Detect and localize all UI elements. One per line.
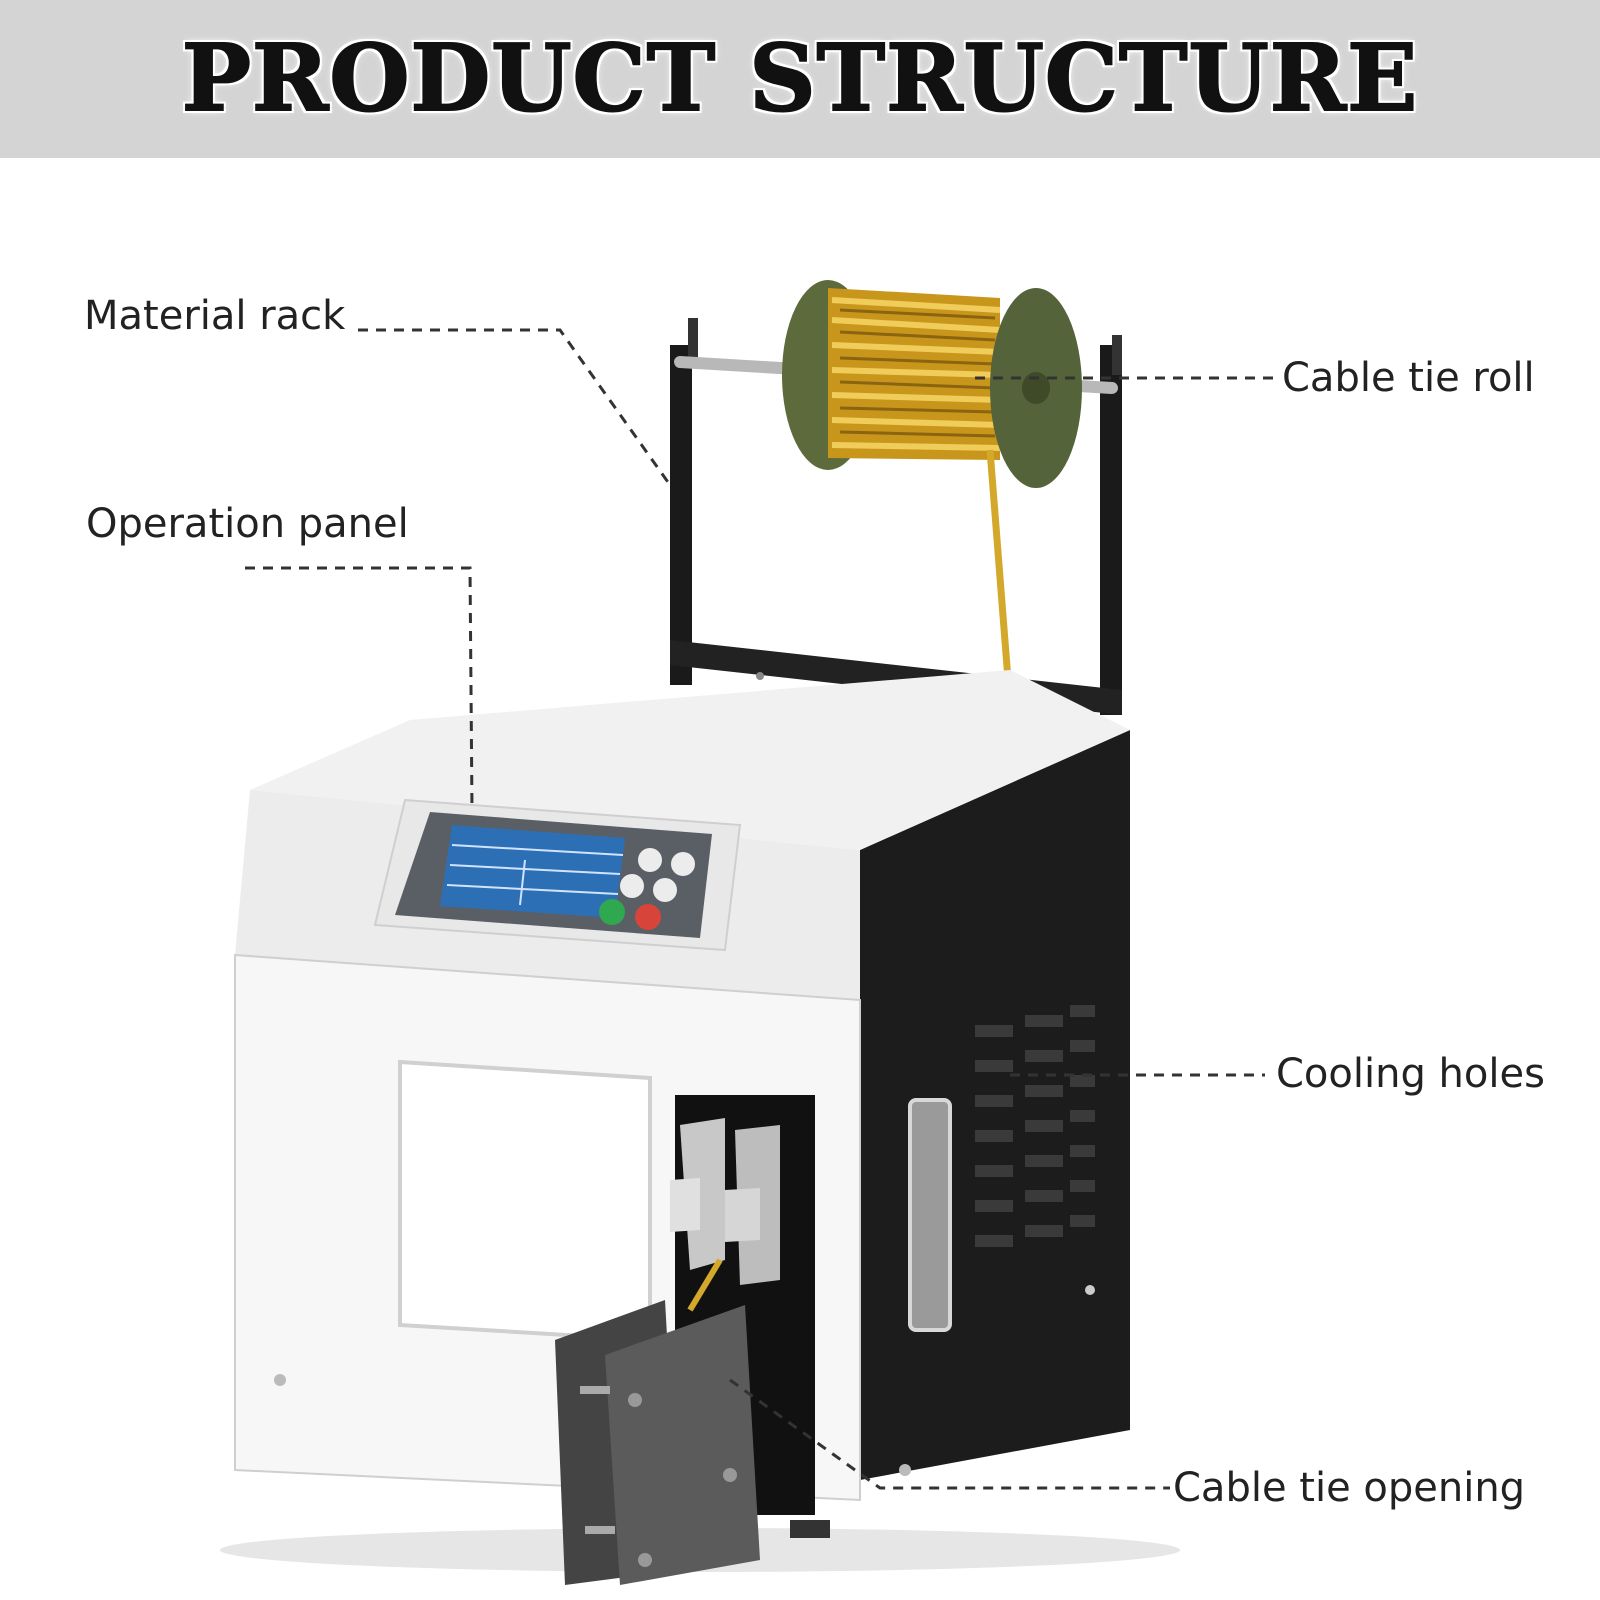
leader-cable-tie-opening [729, 1378, 1170, 1490]
label-operation-panel: Operation panel [86, 501, 409, 547]
operation-panel [373, 798, 742, 952]
leader-operation-panel [245, 566, 474, 811]
label-cable-tie-opening: Cable tie opening [1173, 1465, 1526, 1511]
leader-lines [245, 328, 1275, 1490]
label-cooling-holes: Cooling holes [1276, 1051, 1545, 1097]
label-cable-tie-roll: Cable tie roll [1282, 355, 1535, 401]
header-band [0, 0, 1600, 158]
side-handle [908, 1098, 952, 1332]
cable-tie-opening [555, 1095, 815, 1585]
cable-tie-spool [782, 280, 1082, 706]
leader-material-rack [358, 328, 672, 486]
cooling-holes [975, 1005, 1095, 1247]
label-material-rack: Material rack [84, 293, 346, 339]
page-title: PRODUCT STRUCTURE [181, 23, 1419, 133]
